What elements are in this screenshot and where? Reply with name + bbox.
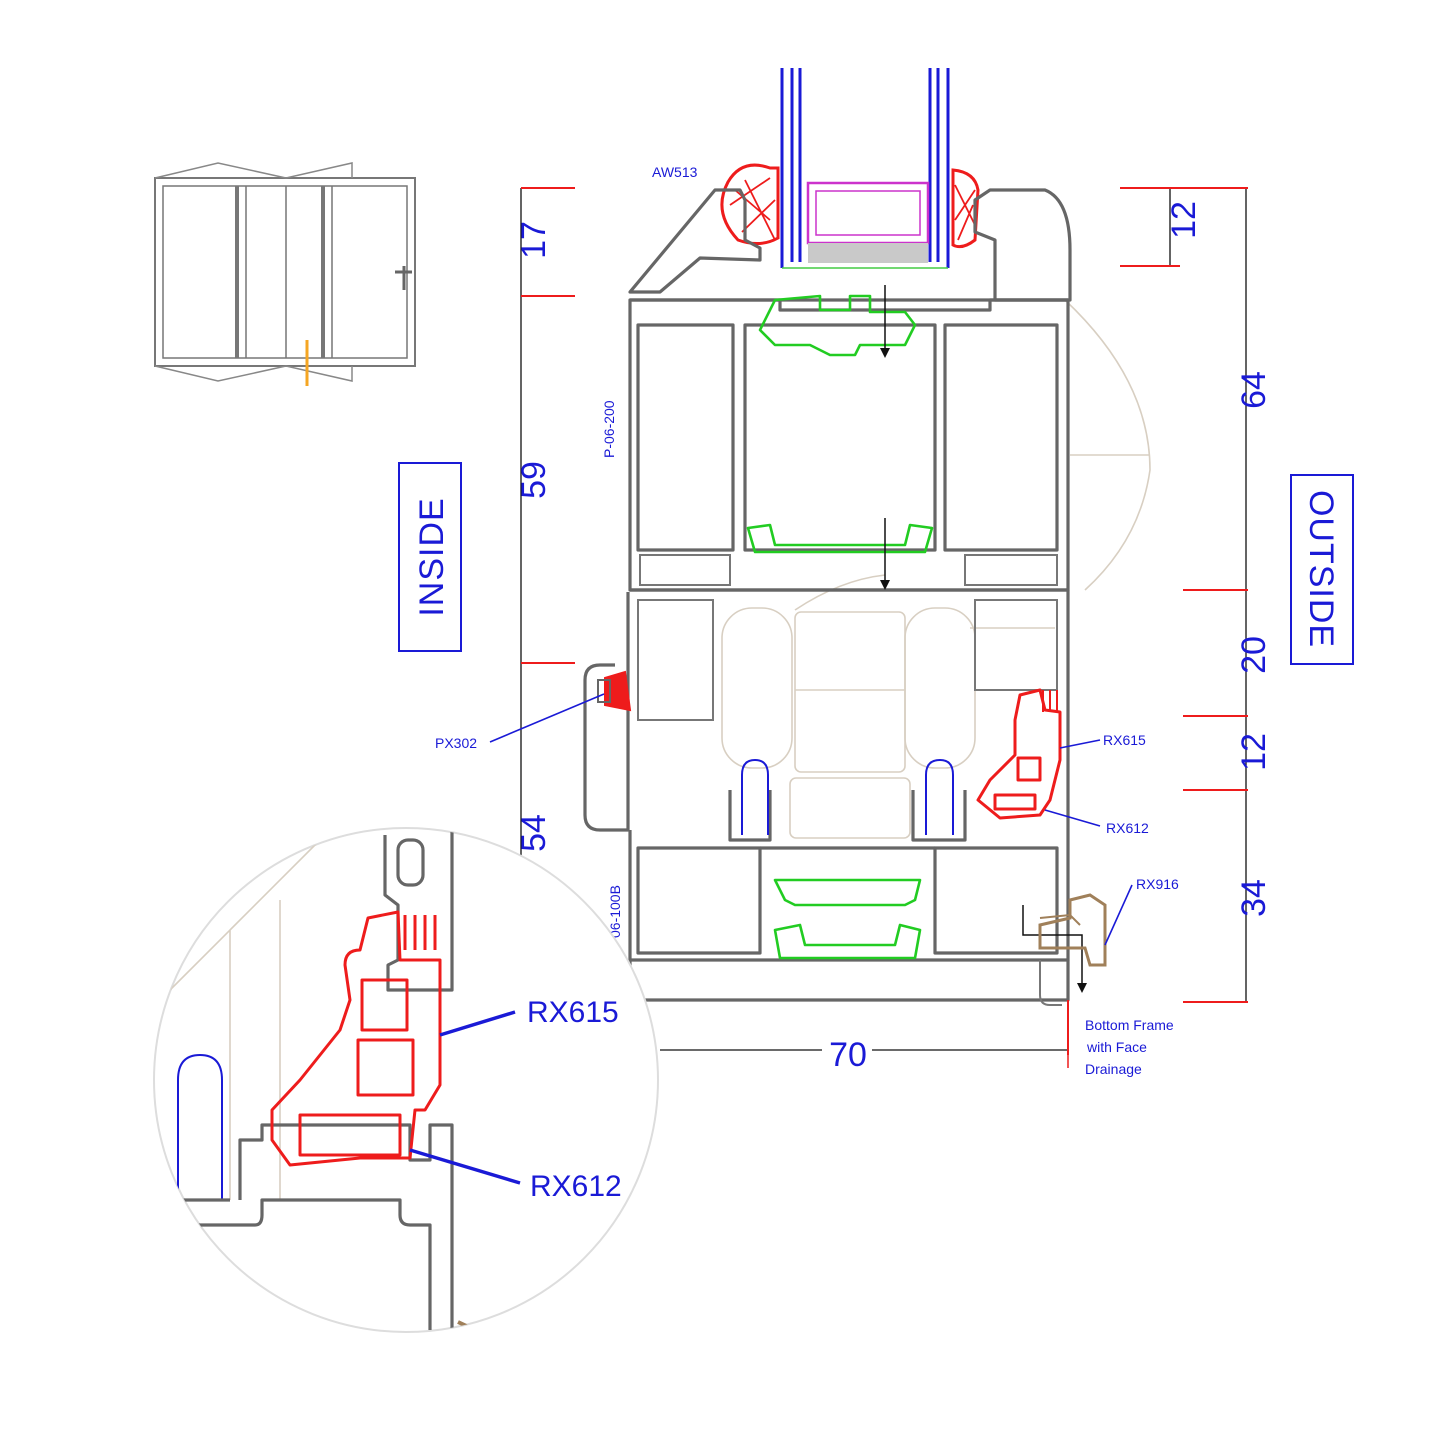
leaders <box>489 693 1133 1068</box>
dim-right-64: 64 <box>1235 371 1273 409</box>
roller-carriage-outline <box>721 299 1151 839</box>
rx615-rx612-gaskets <box>976 688 1062 820</box>
drainage-arrow-icon <box>880 285 1087 993</box>
label-bottom-frame-line2: with Face <box>1086 1039 1147 1055</box>
double-glazing-unit <box>780 68 950 269</box>
thermal-break-strips <box>746 294 934 960</box>
dim-left-59: 59 <box>515 461 553 499</box>
dim-left-17: 17 <box>515 221 553 259</box>
zoom-label-rx615: RX615 <box>527 996 619 1029</box>
label-bottom-frame-line3: Drainage <box>1085 1061 1142 1077</box>
rx916-drainage-cap <box>1038 893 1107 967</box>
inside-label: INSIDE <box>413 497 451 616</box>
label-p06100b: 06-100B <box>607 885 623 938</box>
outside-box <box>1290 474 1354 665</box>
aw513-gasket <box>720 163 980 249</box>
label-rx615: RX615 <box>1103 732 1146 748</box>
dim-right-12-bottom: 12 <box>1235 733 1273 771</box>
dim-right-34: 34 <box>1235 879 1273 917</box>
zoom-label-rx612: RX612 <box>530 1170 622 1203</box>
dim-right-12-top: 12 <box>1165 201 1203 239</box>
dim-left-54: 54 <box>515 814 553 852</box>
inside-box <box>398 462 462 652</box>
label-rx612: RX612 <box>1106 820 1149 836</box>
label-aw513: AW513 <box>652 164 698 180</box>
dim-bottom-70: 70 <box>829 1036 867 1074</box>
sash-profile <box>628 188 1072 592</box>
bifold-door-thumbnail-icon <box>154 162 416 386</box>
label-p06200: P-06-200 <box>601 400 617 458</box>
label-px302: PX302 <box>435 735 477 751</box>
dim-right-20: 20 <box>1235 636 1273 674</box>
zoom-detail-circle <box>153 827 659 1333</box>
roller-guides <box>741 758 954 835</box>
px302-gasket <box>597 670 632 712</box>
label-bottom-frame-line1: Bottom Frame <box>1085 1017 1174 1033</box>
outside-label: OUTSIDE <box>1302 490 1340 648</box>
right-dimension-chain <box>1120 187 1248 1003</box>
label-rx916: RX916 <box>1136 876 1179 892</box>
